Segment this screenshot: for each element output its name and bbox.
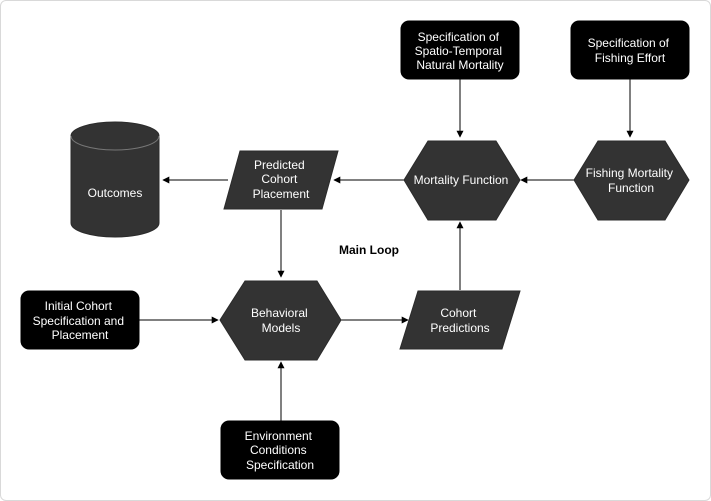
fishing-mortality-line-2: Function <box>608 181 654 195</box>
mortality-function-label: Mortality Function <box>414 173 509 187</box>
fishing-effort-spec-line-1: Specification of <box>588 36 670 50</box>
fishing-mortality-line-1: Fishing Mortality <box>586 166 673 180</box>
natural-mortality-spec-node[interactable]: Specification of Spatio-Temporal Natural… <box>400 20 520 80</box>
cohort-predictions-line-2: Predictions <box>430 321 489 335</box>
cohort-predictions-node[interactable]: Cohort Predictions <box>399 290 521 350</box>
svg-text:Fishing Mortality Functi: Fishing Mortality Function <box>586 166 677 195</box>
initial-cohort-line-2: Specification and <box>33 314 124 328</box>
svg-text:Specification of Spatio-: Specification of Spatio-Temporal Natural… <box>415 30 506 72</box>
svg-text:Initial Cohort Specifica: Initial Cohort Specification and Placeme… <box>33 299 128 342</box>
predicted-placement-line-2: Cohort <box>261 172 298 186</box>
environment-line-1: Environment <box>245 429 313 443</box>
svg-text:Cohort Predictions: Cohort Predictions <box>430 306 489 335</box>
natural-mortality-spec-line-3: Natural Mortality <box>416 58 503 72</box>
natural-mortality-spec-line-2: Spatio-Temporal <box>415 44 502 58</box>
natural-mortality-spec-line-1: Specification of <box>418 30 500 44</box>
outcomes-label: Outcomes <box>88 186 143 200</box>
environment-spec-node[interactable]: Environment Conditions Specification <box>220 420 340 480</box>
predicted-placement-node[interactable]: Predicted Cohort Placement <box>223 150 339 210</box>
predicted-placement-line-1: Predicted <box>254 158 305 172</box>
initial-cohort-spec-node[interactable]: Initial Cohort Specification and Placeme… <box>20 290 140 350</box>
environment-line-3: Specification <box>246 458 314 472</box>
svg-text:Specification of Fishing: Specification of Fishing Effort <box>588 36 673 65</box>
fishing-mortality-function-node[interactable]: Fishing Mortality Function <box>573 140 690 221</box>
fishing-effort-spec-node[interactable]: Specification of Fishing Effort <box>570 20 690 80</box>
behavioral-models-line-2: Models <box>262 321 301 335</box>
initial-cohort-line-1: Initial Cohort <box>45 299 113 313</box>
outcomes-database-node[interactable]: Outcomes <box>70 121 160 238</box>
connectors <box>139 79 634 421</box>
main-loop-label: Main Loop <box>339 243 399 257</box>
svg-text:Environment Conditions: Environment Conditions Specification <box>245 429 316 472</box>
fishing-effort-spec-line-2: Fishing Effort <box>595 51 666 65</box>
svg-text:Behavioral Models: Behavioral Models <box>251 306 311 335</box>
cohort-predictions-line-1: Cohort <box>440 306 477 320</box>
behavioral-models-line-1: Behavioral <box>251 306 308 320</box>
behavioral-models-node[interactable]: Behavioral Models <box>219 280 342 361</box>
initial-cohort-line-3: Placement <box>52 328 109 342</box>
environment-line-2: Conditions <box>250 443 307 457</box>
predicted-placement-line-3: Placement <box>253 187 310 201</box>
svg-text:Predicted Cohort P: Predicted Cohort Placement <box>253 158 310 201</box>
mortality-function-node[interactable]: Mortality Function <box>403 140 521 221</box>
